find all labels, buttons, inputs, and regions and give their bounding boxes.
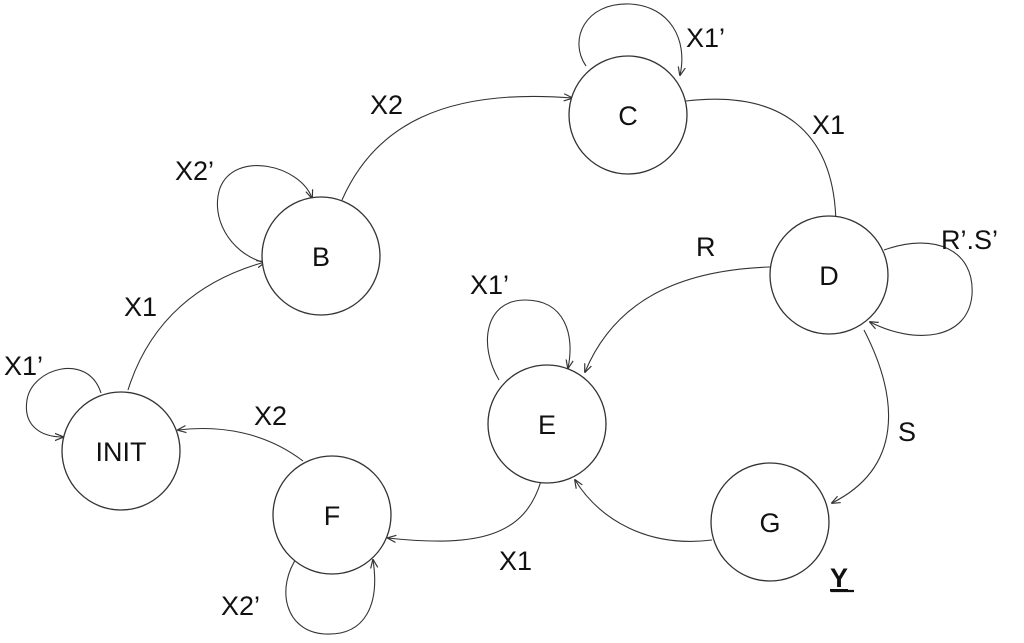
state-f[interactable]: F bbox=[272, 455, 392, 575]
edge-e-f bbox=[388, 480, 542, 541]
transitions bbox=[25, 3, 973, 635]
edge-d-g bbox=[832, 329, 890, 503]
state-e-label: E bbox=[538, 410, 556, 440]
transition-labels: X1’ X1 X2’ X2 X1’ X1 R’.S’ R S X1’ X1 X2… bbox=[4, 23, 998, 621]
label-c-d: X1 bbox=[812, 110, 845, 140]
state-init-label: INIT bbox=[96, 437, 147, 467]
state-f-label: F bbox=[324, 501, 341, 531]
label-e-e: X1’ bbox=[470, 270, 509, 300]
output-label-g: Y bbox=[830, 563, 848, 593]
label-c-c: X1’ bbox=[686, 23, 725, 53]
label-d-d: R’.S’ bbox=[941, 225, 998, 255]
edge-c-d bbox=[685, 98, 836, 225]
label-f-init: X2 bbox=[254, 401, 287, 431]
label-init-b: X1 bbox=[124, 292, 157, 322]
label-d-g: S bbox=[898, 417, 916, 447]
edge-b-c bbox=[341, 96, 572, 201]
edge-f-init bbox=[178, 429, 304, 462]
label-init-init: X1’ bbox=[4, 351, 43, 381]
state-b-circle bbox=[261, 196, 381, 316]
label-e-f: X1 bbox=[499, 546, 532, 576]
state-b[interactable]: B bbox=[261, 196, 381, 316]
label-b-b: X2’ bbox=[175, 156, 214, 186]
edge-e-e bbox=[486, 299, 570, 381]
edge-init-b bbox=[127, 262, 265, 391]
label-f-f: X2’ bbox=[221, 591, 260, 621]
state-f-circle bbox=[272, 455, 392, 575]
edge-d-e bbox=[585, 266, 771, 372]
edge-d-d bbox=[870, 242, 973, 336]
state-b-label: B bbox=[312, 242, 330, 272]
edge-f-f bbox=[285, 555, 375, 635]
state-g[interactable]: G bbox=[710, 462, 830, 582]
state-init-circle bbox=[61, 391, 181, 511]
state-d-label: D bbox=[819, 261, 839, 291]
states: INIT B C D E F G bbox=[61, 55, 889, 582]
state-d-circle bbox=[769, 215, 889, 335]
edge-g-e bbox=[575, 480, 713, 542]
edge-init-init bbox=[25, 367, 102, 437]
edge-c-c bbox=[578, 3, 682, 75]
state-g-circle bbox=[710, 462, 830, 582]
state-e[interactable]: E bbox=[487, 364, 607, 484]
label-d-e: R bbox=[696, 232, 716, 262]
edge-b-b bbox=[216, 165, 312, 263]
state-d[interactable]: D bbox=[769, 215, 889, 335]
state-init[interactable]: INIT bbox=[61, 391, 181, 511]
label-b-c: X2 bbox=[370, 90, 403, 120]
state-c[interactable]: C bbox=[568, 55, 688, 175]
state-g-label: G bbox=[759, 508, 780, 538]
state-c-label: C bbox=[618, 101, 638, 131]
state-c-circle bbox=[568, 55, 688, 175]
state-e-circle bbox=[487, 364, 607, 484]
